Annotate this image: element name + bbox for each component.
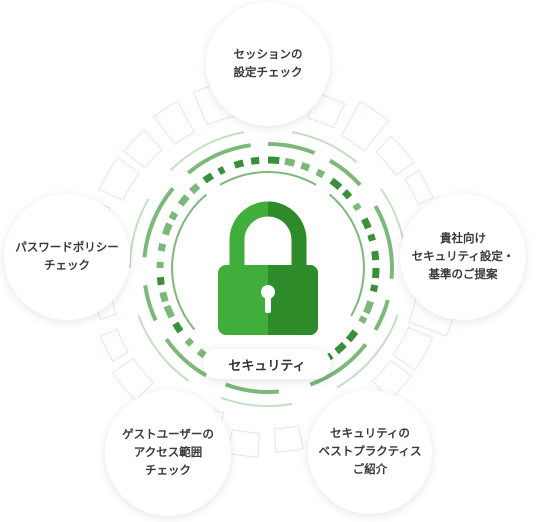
innermost-ring-arc	[171, 193, 207, 331]
outer-ring-arc	[169, 131, 245, 172]
mid-ring-arc	[224, 382, 279, 394]
inner-ring-tick	[161, 222, 173, 236]
inner-ring-tick	[352, 202, 362, 212]
inner-ring-tick	[233, 159, 245, 169]
outline-box	[392, 326, 434, 371]
topic-guest-access-label: ゲストユーザーの アクセス範囲 チェック	[122, 427, 214, 477]
inner-ring-tick	[345, 329, 359, 343]
outline-box	[274, 425, 304, 453]
topic-best-practices: セキュリティの ベストプラクティス ご紹介	[308, 390, 432, 514]
inner-ring-tick	[184, 337, 195, 347]
outline-box	[99, 328, 129, 362]
topic-guest-access: ゲストユーザーの アクセス範囲 チェック	[105, 390, 231, 516]
outline-box	[340, 101, 390, 152]
inner-ring-tick	[369, 284, 379, 293]
inner-ring-tick	[157, 243, 167, 252]
topic-password-policy-label: パスワードポリシー チェック	[15, 240, 119, 272]
center-label-text: セキュリティ	[228, 358, 306, 374]
keyhole-slot	[265, 294, 271, 313]
topic-session-check: セッションの 設定チェック	[206, 2, 330, 126]
mid-ring-arc	[328, 158, 362, 187]
inner-ring-tick	[196, 348, 207, 359]
inner-ring-tick	[341, 189, 353, 200]
mid-ring-arc	[373, 205, 394, 279]
inner-ring-tick	[363, 300, 375, 315]
topic-session-check-label: セッションの 設定チェック	[233, 47, 303, 79]
inner-ring-tick	[284, 157, 296, 167]
inner-ring-tick	[156, 276, 165, 286]
outline-box	[111, 357, 155, 402]
inner-ring-tick	[172, 321, 184, 334]
inner-ring-tick	[367, 233, 376, 242]
mid-ring-arc	[187, 143, 251, 175]
inner-ring-tick	[329, 177, 343, 191]
topic-security-proposal: 貴社向け セキュリティ設定・ 基準のご提案	[400, 194, 526, 320]
mid-ring-arc	[373, 299, 390, 332]
inner-ring-tick	[334, 341, 347, 355]
topic-best-practices-label: セキュリティの ベストプラクティス ご紹介	[318, 426, 422, 476]
outline-box	[226, 429, 260, 458]
inner-ring-tick	[267, 156, 280, 165]
outer-ring-arc	[137, 314, 190, 382]
outline-box	[404, 169, 434, 205]
inner-ring-tick	[358, 315, 368, 324]
mid-ring-arc	[267, 141, 316, 155]
inner-ring-tick	[159, 291, 169, 303]
inner-ring-tick	[361, 217, 372, 230]
mid-ring-arc	[309, 343, 368, 387]
innermost-ring-arc	[329, 193, 365, 317]
topic-password-policy: パスワードポリシー チェック	[4, 194, 130, 320]
padlock-shackle-shade	[267, 201, 307, 268]
inner-ring-tick	[315, 168, 326, 179]
outer-ring-arc	[291, 131, 358, 164]
inner-ring-tick	[189, 183, 201, 195]
inner-ring-tick	[300, 161, 311, 172]
outline-box	[153, 100, 195, 146]
mid-ring-arc	[142, 187, 175, 258]
outline-box	[375, 135, 415, 176]
outline-box	[98, 156, 140, 202]
mid-ring-arc	[143, 284, 158, 322]
inner-ring-tick	[163, 304, 175, 319]
topic-security-proposal-label: 貴社向け セキュリティ設定・ 基準のご提案	[411, 231, 515, 281]
innermost-ring-arc	[219, 171, 269, 186]
inner-ring-tick	[177, 194, 190, 207]
outline-box	[123, 129, 163, 169]
inner-ring-tick	[250, 156, 260, 165]
inner-ring-tick	[217, 166, 226, 175]
outer-ring-arc	[129, 198, 150, 269]
padlock-icon	[218, 201, 318, 335]
padlock-body-shade	[268, 265, 318, 335]
inner-ring-tick	[168, 211, 179, 221]
outer-ring-arc	[220, 396, 293, 407]
outer-ring-arc	[336, 314, 399, 389]
innermost-ring-arc	[267, 171, 317, 186]
mid-ring-arc	[164, 337, 208, 378]
center-label: セキュリティ	[203, 349, 331, 379]
inner-ring-tick	[371, 250, 380, 261]
inner-ring-tick	[372, 267, 380, 279]
inner-ring-tick	[202, 172, 215, 184]
keyhole-icon	[261, 285, 275, 299]
